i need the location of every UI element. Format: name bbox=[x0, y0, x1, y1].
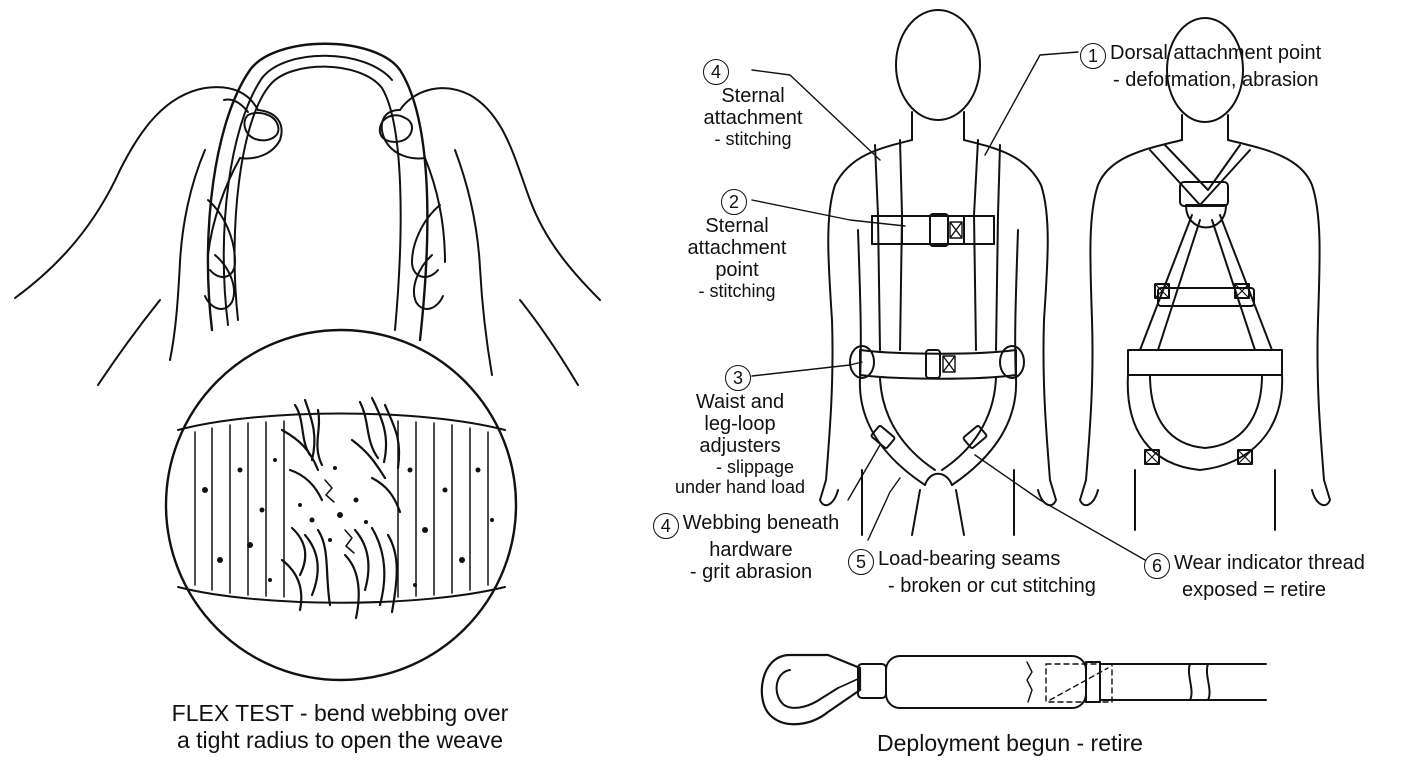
harness-back-figure bbox=[1079, 17, 1331, 531]
flex-test-caption-line1: FLEX TEST - bend webbing over bbox=[171, 700, 509, 726]
callout-detail: - grit abrasion bbox=[689, 561, 813, 583]
callout-title: Load-bearing seams bbox=[878, 548, 1061, 570]
callout-detail: - broken or cut stitching bbox=[888, 575, 1096, 597]
magnified-weave-circle bbox=[164, 328, 518, 682]
callout-number-4b: 4 bbox=[652, 513, 679, 539]
flex-test-caption: FLEX TEST - bend webbing over a tight ra… bbox=[150, 700, 530, 754]
callout-sternal-attachment: 4 Sternal attachment - stitching bbox=[688, 58, 818, 149]
callout-title-line: Webbing beneath bbox=[682, 512, 840, 534]
callout-detail: - stitching bbox=[698, 281, 776, 301]
callout-number-6: 6 bbox=[1144, 553, 1170, 579]
callout-title-line: adjusters bbox=[699, 435, 781, 457]
callout-title-line: hardware bbox=[709, 539, 793, 561]
callout-title-line: attachment bbox=[687, 237, 787, 259]
harness-front-figure bbox=[819, 9, 1057, 536]
callout-title-line: leg-loop bbox=[704, 413, 776, 435]
callout-title: Wear indicator thread bbox=[1174, 552, 1365, 574]
callout-title-line: attachment bbox=[703, 107, 803, 129]
callout-sternal-attachment-point: 2 Sternal attachment point - stitching bbox=[672, 188, 802, 301]
callout-number-2: 2 bbox=[721, 189, 747, 215]
callout-detail: - slippage bbox=[715, 457, 795, 477]
flex-test-caption-line2: a tight radius to open the weave bbox=[176, 727, 504, 753]
callout-number-3: 3 bbox=[725, 365, 751, 391]
callout-title-line: Sternal bbox=[721, 85, 785, 107]
callout-waist-leg-adjusters: 3 Waist and leg-loop adjusters - slippag… bbox=[665, 364, 815, 497]
hands-bending-webbing bbox=[14, 42, 601, 386]
callout-detail: under hand load bbox=[674, 477, 806, 497]
callout-detail: - deformation, abrasion bbox=[1113, 69, 1319, 91]
lanyard-caption-text: Deployment begun - retire bbox=[877, 730, 1143, 756]
callout-number-5: 5 bbox=[848, 549, 874, 575]
callout-title-line: Waist and bbox=[695, 391, 785, 413]
callout-number-1: 1 bbox=[1080, 43, 1106, 69]
energy-absorbing-lanyard bbox=[760, 653, 1267, 726]
lanyard-caption: Deployment begun - retire bbox=[860, 730, 1160, 757]
callout-leader-lines bbox=[751, 51, 1146, 561]
callout-title-line: Sternal bbox=[705, 215, 769, 237]
callout-title: Dorsal attachment point bbox=[1110, 42, 1322, 64]
callout-detail: exposed = retire bbox=[1182, 579, 1326, 601]
callout-number-4a: 4 bbox=[703, 59, 729, 85]
callout-title-line: point bbox=[715, 259, 759, 281]
callout-detail: - stitching bbox=[714, 129, 792, 149]
